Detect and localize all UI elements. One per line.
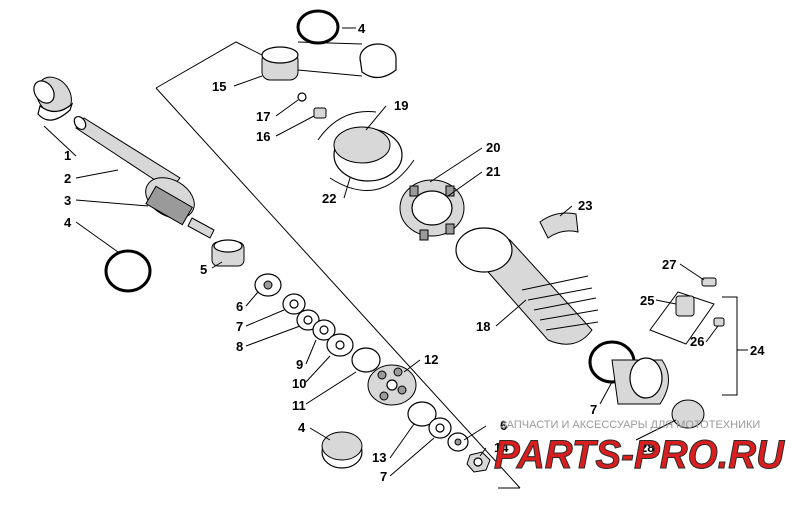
part-23-clip: [539, 212, 579, 239]
label-6a: 6: [236, 299, 243, 314]
label-15: 15: [212, 79, 226, 94]
label-9: 9: [296, 357, 303, 372]
part-19-22-seat: [317, 111, 415, 191]
part-3-body-cap: [145, 177, 215, 239]
part-24-27-valve-assembly: [649, 277, 748, 396]
label-4c: 4: [298, 420, 306, 435]
label-10: 10: [292, 376, 306, 391]
lower-body: [588, 340, 705, 429]
label-22: 22: [322, 191, 336, 206]
part-5-bumper: [211, 239, 245, 267]
label-6b: 6: [500, 418, 507, 433]
label-23: 23: [578, 198, 592, 213]
label-7c: 7: [590, 402, 597, 417]
label-8: 8: [236, 339, 243, 354]
part-4-ring-lower: [321, 431, 363, 469]
part-26-oring: [713, 317, 725, 327]
label-3: 3: [64, 193, 71, 208]
label-26: 26: [690, 334, 704, 349]
part-labels: 1 2 3 4 5 6 7 8 9 10 11 12 4 13 7 6 14 4…: [64, 21, 765, 484]
part-13-washer: [407, 401, 437, 427]
part-20-21-adjuster: [399, 179, 465, 241]
watermark: ЗАПЧАСТИ И АКСЕССУАРЫ ДЛЯ МОТОТЕХНИКИ PA…: [494, 419, 786, 478]
label-16: 16: [256, 129, 270, 144]
part-18-shock-body: [455, 227, 599, 345]
part-16-17-valve: [297, 92, 327, 119]
label-14: 14: [494, 440, 509, 455]
label-24: 24: [750, 343, 765, 358]
label-11: 11: [292, 398, 306, 413]
label-17: 17: [256, 109, 270, 124]
watermark-brand: PARTS-PRO.RU: [494, 433, 785, 477]
leader-lines: [43, 27, 719, 477]
label-4a: 4: [64, 215, 72, 230]
label-5: 5: [200, 262, 207, 277]
label-12: 12: [424, 352, 438, 367]
part-15-reservoir-cap: [261, 9, 397, 81]
label-18: 18: [476, 319, 490, 334]
part-4-ring-left: [104, 249, 152, 293]
part-11-washer: [351, 347, 381, 373]
watermark-tagline: ЗАПЧАСТИ И АКСЕССУАРЫ ДЛЯ МОТОТЕХНИКИ: [500, 419, 760, 431]
label-13: 13: [372, 450, 386, 465]
part-28-bushing: [671, 399, 705, 429]
part-2-piston-rod: [73, 115, 181, 191]
part-25-valve-body: [675, 295, 695, 317]
label-7b: 7: [380, 469, 387, 484]
lower-stack: [407, 401, 491, 473]
part-16-valve: [313, 107, 327, 119]
label-7a: 7: [236, 319, 243, 334]
label-25: 25: [640, 293, 654, 308]
label-21: 21: [486, 164, 500, 179]
label-20: 20: [486, 140, 500, 155]
part-1-upper-eye: [33, 76, 74, 121]
washer-stack: [254, 273, 381, 373]
label-27: 27: [662, 257, 676, 272]
label-4b: 4: [358, 21, 366, 36]
part-17-oring: [297, 92, 307, 102]
part-12-piston: [367, 364, 417, 406]
label-28: 28: [640, 440, 654, 455]
label-2: 2: [64, 171, 71, 186]
label-19: 19: [394, 98, 408, 113]
part-27-screw: [701, 277, 717, 287]
label-1: 1: [64, 148, 71, 163]
